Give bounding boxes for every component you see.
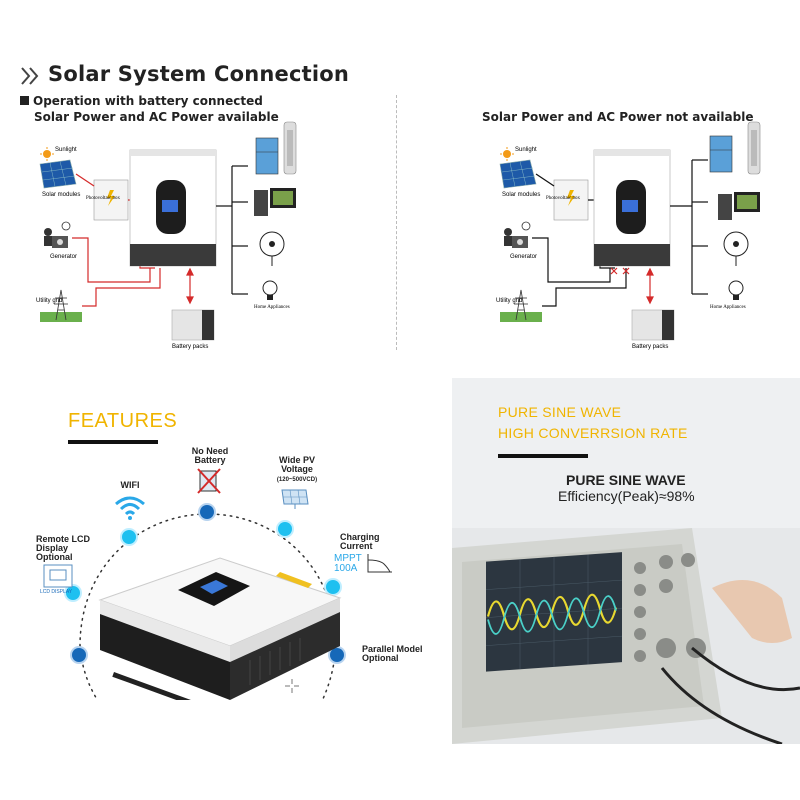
label-generator: Generator <box>50 254 77 260</box>
light-bulb-icon <box>728 280 744 300</box>
label-photovoltaic-box: Photovoltaic box <box>546 196 581 201</box>
utility-tower-icon <box>40 289 82 322</box>
left-heading-line1: Operation with battery connected <box>20 94 263 108</box>
lcd-display-icon <box>43 564 73 588</box>
section-divider <box>396 95 397 350</box>
feature-parallel-label: Parallel Model Optional <box>362 645 442 663</box>
feature-remote-lcd-label: Remote LCD Display Optional <box>36 534 91 562</box>
light-bulb-icon <box>262 280 278 300</box>
inverter-icon <box>593 149 671 267</box>
solar-panel-icon <box>281 489 309 509</box>
battery-pack-icon <box>171 309 215 341</box>
sine-title-line1: PURE SINE WAVE <box>498 404 622 420</box>
water-heater-icon <box>283 121 297 175</box>
inverter-icon <box>129 149 217 267</box>
features-title: FEATURES <box>68 410 178 432</box>
mppt-curve-icon <box>367 554 392 573</box>
left-heading-line2: Solar Power and AC Power available <box>34 110 279 124</box>
right-heading: Solar Power and AC Power not available <box>482 110 754 124</box>
sun-icon <box>40 147 54 161</box>
computer-icon <box>718 192 760 220</box>
label-battery-packs: Battery packs <box>632 344 668 350</box>
fan-icon <box>259 231 285 266</box>
right-connection-diagram: Sunlight Solar modules Photovoltaic box … <box>496 121 761 350</box>
feature-dot-remote <box>72 648 86 662</box>
no-battery-icon <box>197 468 221 494</box>
label-home-appliances: Home Appliances <box>710 305 746 310</box>
label-home-appliances: Home Appliances <box>254 305 290 310</box>
feature-dot-charging <box>326 580 340 594</box>
remote-lcd-line1: Remote LCD <box>36 534 91 544</box>
label-battery-packs: Battery packs <box>172 344 208 350</box>
wide-pv-line2: Voltage <box>281 464 313 474</box>
feature-dot-lcd <box>66 586 80 600</box>
double-chevron-icon <box>21 67 39 85</box>
feature-dot-wifi <box>122 530 136 544</box>
left-heading-text: Operation with battery connected <box>33 94 263 108</box>
crosshair-icon <box>285 679 299 693</box>
feature-dot-parallel <box>330 648 344 662</box>
label-solar-modules: Solar modules <box>502 192 540 198</box>
parallel-line2: Optional <box>362 653 399 663</box>
battery-pack-icon <box>631 309 675 341</box>
utility-tower-icon <box>500 289 542 322</box>
feature-charging-label: Charging Current <box>340 533 390 551</box>
no-battery-line2: Battery <box>194 455 226 465</box>
lcd-display-tag: LCD DISPLAY <box>40 589 73 595</box>
generator-icon <box>44 221 71 248</box>
remote-lcd-line2: Display <box>36 543 69 553</box>
feature-dot-pv <box>278 522 292 536</box>
label-sunlight: Sunlight <box>55 147 77 153</box>
left-connection-diagram: Sunlight Solar modules Photovoltaic box … <box>36 121 297 350</box>
remote-lcd-line3: Optional <box>36 552 73 562</box>
sun-icon <box>500 147 514 161</box>
wide-pv-range: (120~500VCD) <box>276 477 318 483</box>
charging-line1: Charging <box>340 532 380 542</box>
no-battery-line1: No Need <box>191 446 229 456</box>
mppt-line1: MPPT <box>334 553 362 564</box>
water-heater-icon <box>747 121 761 175</box>
label-photovoltaic-box: Photovoltaic box <box>86 196 121 201</box>
features-underline <box>68 440 158 444</box>
page-title: Solar System Connection <box>48 62 350 86</box>
sine-title-line2: HIGH CONVERRSION RATE <box>498 425 688 441</box>
sine-heading: PURE SINE WAVE <box>566 472 686 488</box>
solar-panel-icon <box>499 159 537 189</box>
label-utility-grid: Utility grid <box>496 298 522 304</box>
inverter-product-image <box>98 557 342 700</box>
parallel-line1: Parallel Model <box>362 644 423 654</box>
label-generator: Generator <box>510 254 537 260</box>
sine-wave-section <box>452 378 800 744</box>
solar-panel-icon <box>39 159 77 189</box>
square-bullet-icon <box>20 96 29 105</box>
computer-icon <box>254 188 296 216</box>
label-utility-grid: Utility grid <box>36 298 62 304</box>
feature-wifi-label: WIFI <box>120 480 140 490</box>
charging-line2: Current <box>340 541 373 551</box>
sine-underline <box>498 454 588 458</box>
feature-no-battery-label: No Need Battery <box>188 447 232 465</box>
feature-wide-pv-label: Wide PV Voltage (120~500VCD) <box>270 456 324 485</box>
wifi-icon <box>115 496 145 520</box>
oscilloscope-image <box>452 528 800 744</box>
fridge-icon <box>709 135 733 173</box>
disconnected-x-icon <box>610 267 630 275</box>
feature-dot-battery <box>200 505 214 519</box>
label-sunlight: Sunlight <box>515 147 537 153</box>
generator-icon <box>504 221 531 248</box>
fridge-icon <box>255 137 279 175</box>
fan-icon <box>723 231 749 266</box>
photovoltaic-box-icon <box>553 179 589 221</box>
mppt-label: MPPT 100A <box>334 554 362 574</box>
mppt-line2: 100A <box>334 563 358 574</box>
sine-efficiency: Efficiency(Peak)≈98% <box>558 488 695 504</box>
label-solar-modules: Solar modules <box>42 192 80 198</box>
wide-pv-line1: Wide PV <box>279 455 315 465</box>
